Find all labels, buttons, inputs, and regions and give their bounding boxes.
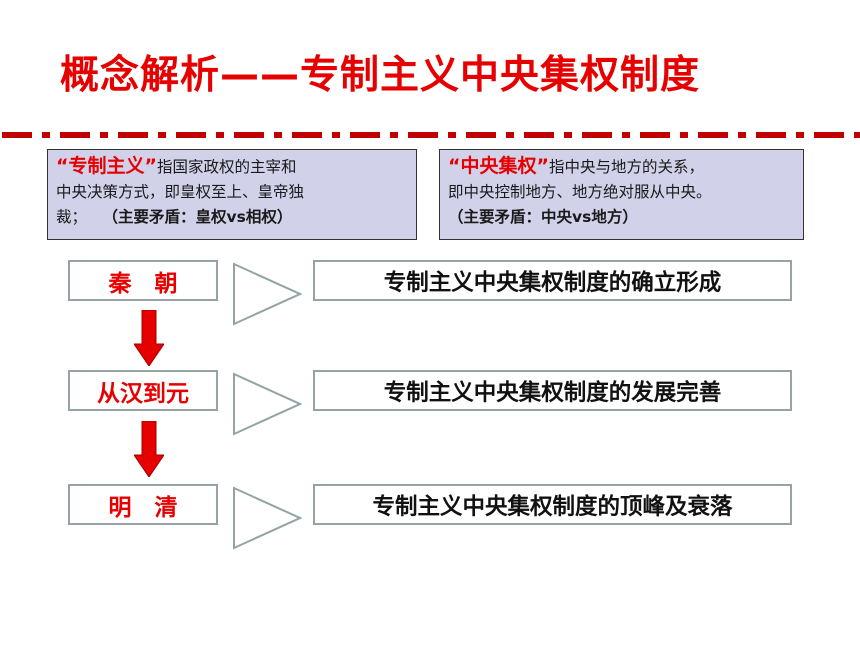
- chevron-right-icon: [233, 486, 302, 550]
- definition-text: 裁；: [56, 208, 111, 226]
- era-box-han-to-yuan: 从汉到元: [68, 370, 218, 411]
- arrow-down-icon: [134, 310, 164, 366]
- definition-text: 指国家政权的主宰和: [156, 158, 297, 176]
- stage-description-ming-qing: 专制主义中央集权制度的顶峰及衰落: [313, 484, 792, 525]
- page-title: 概念解析——专制主义中央集权制度: [60, 53, 701, 98]
- chevron-right-icon: [233, 372, 302, 436]
- stage-description-qin: 专制主义中央集权制度的确立形成: [313, 260, 792, 301]
- definition-line: （主要矛盾：中央vs地方）: [448, 205, 795, 230]
- definition-term: “中央集权”: [448, 155, 549, 177]
- definition-note: （主要矛盾：皇权vs相权）: [110, 208, 293, 226]
- definition-line: “中央集权”指中央与地方的关系，: [448, 154, 795, 180]
- definition-box-despotism: “专制主义”指国家政权的主宰和 中央决策方式，即皇权至上、皇帝独 裁； （主要矛…: [47, 149, 417, 240]
- dash-dot-divider: [2, 132, 860, 138]
- definition-line: 裁； （主要矛盾：皇权vs相权）: [56, 205, 408, 230]
- definition-box-centralization: “中央集权”指中央与地方的关系， 即中央控制地方、地方绝对服从中央。 （主要矛盾…: [439, 149, 804, 240]
- stage-description-han-to-yuan: 专制主义中央集权制度的发展完善: [313, 370, 792, 411]
- definition-line: 即中央控制地方、地方绝对服从中央。: [448, 183, 712, 201]
- definition-text: 指中央与地方的关系，: [548, 158, 704, 176]
- chevron-right-icon: [233, 262, 302, 326]
- arrow-down-icon: [134, 421, 164, 477]
- era-box-qin: 秦 朝: [68, 260, 218, 301]
- definition-term: “专制主义”: [56, 155, 157, 177]
- definition-line: 中央决策方式，即皇权至上、皇帝独: [56, 183, 305, 201]
- definition-note: （主要矛盾：中央vs地方）: [448, 208, 638, 226]
- era-box-ming-qing: 明 清: [68, 484, 218, 525]
- definition-line: “专制主义”指国家政权的主宰和: [56, 154, 408, 180]
